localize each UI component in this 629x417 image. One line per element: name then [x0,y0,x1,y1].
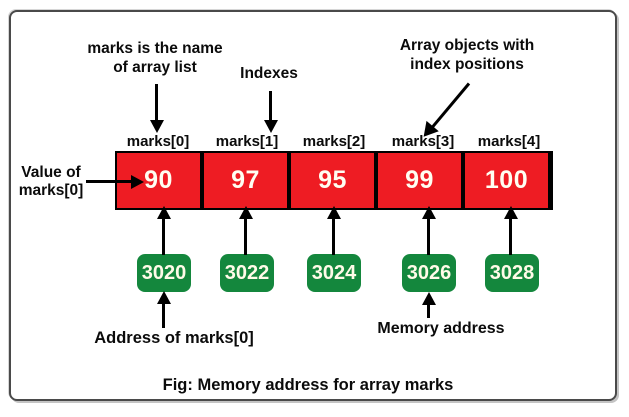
index-label-2: marks[2] [302,133,366,150]
address-of-annotation: Address of marks[0] [94,329,254,347]
array-objects-line2: index positions [410,56,524,73]
array-cell-1: 97 [204,153,291,208]
index-label-1: marks[1] [215,133,279,150]
array-cell-3: 99 [378,153,465,208]
index-label-0: marks[0] [126,133,190,150]
value-of-line1: Value of [21,164,81,181]
indexes-annotation: Indexes [240,65,298,82]
array-band: 90 97 95 99 100 [115,151,553,210]
value-of-annotation: Value of marks[0] [19,164,84,200]
address-box-4: 3028 [485,254,539,292]
array-cell-2: 95 [291,153,378,208]
array-name-line1: marks is the name [87,40,223,57]
array-name-annotation: marks is the name of array list [87,39,222,77]
array-objects-line1: Array objects with [399,37,535,54]
value-of-line2: marks[0] [18,182,84,199]
index-label-4: marks[4] [477,133,541,150]
array-objects-annotation: Array objects with index positions [400,36,534,74]
index-label-3: marks[3] [391,133,455,150]
address-box-2: 3024 [307,254,361,292]
address-box-0: 3020 [137,254,191,292]
address-box-1: 3022 [220,254,274,292]
array-cell-4: 100 [465,153,548,208]
array-name-line2: of array list [113,59,197,76]
figure-caption: Fig: Memory address for array marks [162,376,454,394]
address-box-3: 3026 [402,254,456,292]
memory-address-annotation: Memory address [377,320,505,337]
